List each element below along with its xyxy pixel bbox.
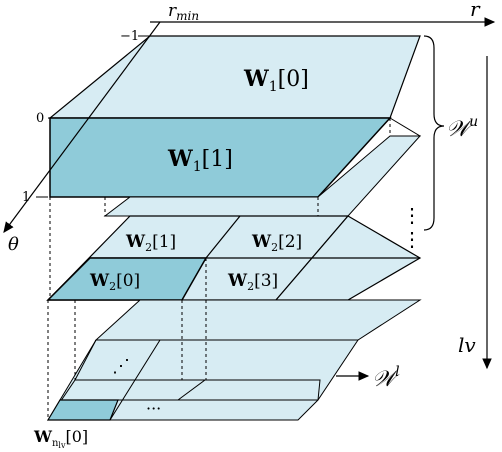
plane-w1-0	[48, 35, 421, 119]
tick-label-minus1: −1	[120, 29, 139, 44]
grid-line	[74, 339, 97, 381]
label-w1-1: W1[1]	[167, 146, 233, 175]
label-w2-2: W2[2]	[251, 232, 302, 254]
tick-label-0: 0	[36, 111, 44, 126]
theta-axis	[3, 21, 161, 233]
lv-axis-label: lv	[458, 333, 476, 357]
grid-line	[109, 339, 161, 421]
theta-axis-label: θ	[8, 234, 19, 255]
horizontal-dots: ···	[146, 399, 161, 418]
projection-lines	[47, 118, 391, 420]
r-axis-label: r	[470, 0, 481, 21]
label-w2-3: W2[3]	[227, 271, 278, 293]
plane-wn-0	[46, 399, 119, 421]
grid-line	[177, 379, 206, 401]
vertical-dots-lower: ⋮	[402, 227, 422, 251]
r-min-label: rmin	[168, 1, 199, 23]
vertical-dots: ⋮	[402, 203, 422, 227]
tick-label-1: 1	[22, 190, 30, 205]
brace-wu	[423, 35, 445, 231]
label-w2-1: W2[1]	[125, 232, 176, 254]
diagonal-dots: ⋰	[112, 356, 130, 377]
label-w1-0: W1[0]	[243, 66, 309, 95]
plane-lower-1	[94, 299, 422, 341]
label-w2-0: W2[0]	[89, 271, 140, 293]
label-wn-0: Wnlv[0]	[33, 427, 88, 450]
label-wl: 𝒲l	[372, 364, 400, 392]
label-wu: 𝒲u	[446, 114, 478, 142]
